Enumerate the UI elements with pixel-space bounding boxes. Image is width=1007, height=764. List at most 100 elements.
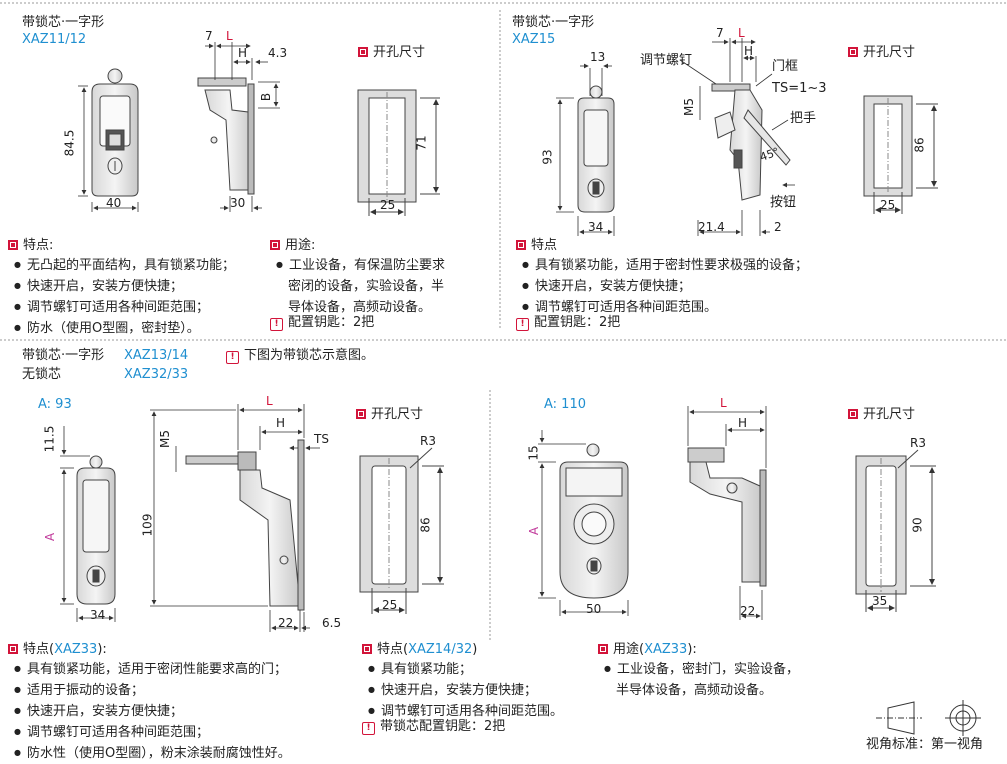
dim-86: 86 — [418, 517, 433, 533]
dim-84-5: 84.5 — [62, 129, 77, 157]
red-square-icon — [848, 409, 858, 419]
xaz13-side-view — [185, 439, 305, 611]
label-handle: 把手 — [790, 111, 817, 126]
features-title-text: 特点( — [377, 642, 409, 657]
dim-25: 25 — [880, 198, 896, 212]
dim-4-3: 4.3 — [268, 46, 288, 60]
xaz11-usage-list: 工业设备，有保温防尘要求 密闭的设备，实验设备，半 导体设备，高频动设备。 — [276, 255, 445, 318]
list-item: 工业设备，有保温防尘要求 — [276, 255, 445, 276]
red-square-icon — [270, 240, 280, 250]
xaz33-features-list: 具有锁紧功能，适用于密闭性能要求高的门； 适用于振动的设备； 快速开启，安装方便… — [14, 659, 291, 764]
xaz11-cutout — [357, 89, 440, 216]
bottom-line1: 带锁芯·一字形 — [22, 348, 105, 363]
label-door-frame: 门框 — [772, 59, 799, 74]
dim-15: 15 — [526, 445, 541, 461]
xaz15-features-list: 具有锁紧功能，适用于密封性要求极强的设备； 快速开启，安装方便快捷； 调节螺钉可… — [522, 255, 808, 318]
dim-13: 13 — [590, 50, 606, 64]
warning-icon: ! — [270, 318, 283, 331]
xaz13-a-label: A: 93 — [38, 397, 72, 412]
list-item: 快速开启，安装方便快捷； — [522, 276, 808, 297]
red-square-icon — [848, 47, 858, 57]
label-button: 按钮 — [770, 195, 797, 210]
dim-7: 7 — [205, 29, 213, 43]
dim-25: 25 — [380, 198, 396, 212]
xaz11-model: XAZ11/12 — [22, 32, 87, 47]
features-close-text: ): — [97, 642, 107, 657]
xaz15-model: XAZ15 — [512, 32, 556, 47]
xaz15-title: 带锁芯·一字形 — [512, 15, 595, 30]
xaz11-key-note: !配置钥匙：2把 — [270, 314, 374, 332]
features-title-text: 特点( — [23, 642, 55, 657]
features-title-text: 特点: — [23, 238, 54, 253]
xaz15-key-note: !配置钥匙：2把 — [516, 314, 620, 332]
dim-A: A — [527, 526, 542, 536]
features-model-text: XAZ33 — [54, 642, 98, 657]
xaz11-front-view — [91, 68, 139, 197]
usage-model-text: XAZ33 — [644, 642, 688, 657]
projection-label: 视角标准：第一视角 — [866, 737, 984, 752]
xaz33-front-view — [559, 443, 629, 599]
note-text: 下图为带锁芯示意图。 — [244, 348, 375, 363]
dim-22: 22 — [278, 616, 294, 630]
list-item: 快速开启，安装方便快捷； — [368, 680, 563, 701]
red-square-icon — [598, 644, 608, 654]
warning-icon: ! — [226, 351, 239, 364]
cutout-label-text: 开孔尺寸 — [371, 407, 424, 422]
dim-21-4: 21.4 — [698, 220, 725, 234]
xaz33-cutout-label: 开孔尺寸 — [848, 406, 915, 424]
xaz11-cutout-label: 开孔尺寸 — [358, 44, 425, 62]
list-item: 调节螺钉可适用各种间距范围； — [14, 722, 291, 743]
xaz14-key-note: !带锁芯配置钥匙：2把 — [362, 718, 505, 736]
cutout-label-text: 开孔尺寸 — [373, 45, 426, 60]
xaz33-features-title: 特点(XAZ33): — [8, 641, 107, 659]
red-square-icon — [362, 644, 372, 654]
dim-11-5: 11.5 — [42, 425, 57, 453]
xaz11-side-view — [197, 77, 255, 195]
xaz14-features-list: 具有锁紧功能； 快速开启，安装方便快捷； 调节螺钉可适用各种间距范围。 — [368, 659, 563, 722]
list-item: 无凸起的平面结构，具有锁紧功能； — [14, 255, 235, 276]
cutout-label-text: 开孔尺寸 — [863, 407, 916, 422]
list-item: 半导体设备，高频动设备。 — [616, 683, 773, 698]
bottom-note: ! 下图为带锁芯示意图。 — [226, 347, 374, 365]
xaz13-cutout — [359, 447, 444, 614]
xaz11-features-list: 无凸起的平面结构，具有锁紧功能； 快速开启，安装方便快捷； 调节螺钉可适用各种间… — [14, 255, 235, 339]
dim-L: L — [738, 26, 745, 40]
list-item: 具有锁紧功能，适用于密封性要求极强的设备； — [522, 255, 808, 276]
usage-title-text: 用途( — [613, 642, 645, 657]
xaz11-title: 带锁芯·一字形 — [22, 15, 105, 30]
dim-L: L — [266, 394, 273, 408]
list-item: 工业设备，密封门，实验设备， — [604, 659, 799, 680]
dim-6-5: 6.5 — [322, 616, 342, 630]
dim-R3: R3 — [420, 434, 436, 448]
dim-H: H — [744, 44, 754, 58]
list-item: 具有锁紧功能，适用于密闭性能要求高的门； — [14, 659, 291, 680]
xaz33-a-label: A: 110 — [544, 397, 586, 412]
red-square-icon — [356, 409, 366, 419]
dim-22: 22 — [740, 604, 756, 618]
dim-H: H — [238, 46, 248, 60]
features-title-text: 特点 — [531, 238, 558, 253]
xaz13-cutout-label: 开孔尺寸 — [356, 406, 423, 424]
bottom-model1: XAZ13/14 — [124, 348, 189, 363]
list-item: 调节螺钉可适用各种间距范围。 — [368, 701, 563, 722]
red-square-icon — [358, 47, 368, 57]
dim-H: H — [738, 416, 748, 430]
red-square-icon — [516, 240, 526, 250]
first-angle-projection-icon — [876, 700, 981, 736]
dim-H: H — [276, 416, 286, 430]
warning-icon: ! — [516, 318, 529, 331]
features-close-text: ) — [472, 642, 478, 657]
usage-close-text: ): — [687, 642, 697, 657]
dim-L: L — [226, 29, 233, 43]
dim-A: A — [43, 532, 58, 542]
xaz11-features-title: 特点: — [8, 237, 53, 255]
label-adjust-screw: 调节螺钉 — [640, 53, 693, 68]
xaz15-cutout-label: 开孔尺寸 — [848, 44, 915, 62]
cutout-label-text: 开孔尺寸 — [863, 45, 916, 60]
list-item: 密闭的设备，实验设备，半 — [288, 279, 445, 294]
dim-30: 30 — [230, 196, 246, 210]
dim-50: 50 — [586, 602, 602, 616]
xaz33-cutout — [855, 449, 936, 612]
dim-93: 93 — [540, 149, 555, 165]
dim-34: 34 — [588, 220, 604, 234]
